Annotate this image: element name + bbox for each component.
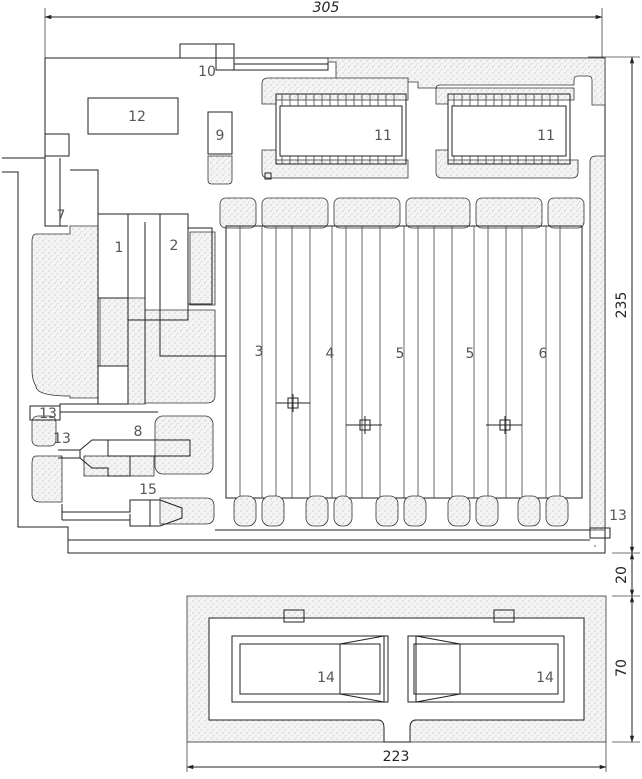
bottom-road bbox=[68, 529, 590, 541]
dimension-70-label: 70 bbox=[614, 659, 630, 677]
dimension-top-label: 305 bbox=[313, 0, 340, 16]
label-1: 1 bbox=[115, 240, 124, 256]
pond-bottom-pads bbox=[233, 495, 569, 527]
dimension-20-label: 20 bbox=[614, 566, 630, 584]
aerator-5 bbox=[346, 416, 382, 434]
label-7: 7 bbox=[57, 208, 66, 224]
building-10: 10 bbox=[179, 43, 329, 80]
aerator-4 bbox=[276, 394, 310, 412]
dimension-bottom-label: 223 bbox=[383, 749, 410, 765]
dimension-bottom: 223 bbox=[186, 742, 607, 772]
dimension-right: 235 20 70 bbox=[588, 56, 640, 743]
label-8: 8 bbox=[134, 424, 143, 440]
label-14-left: 14 bbox=[317, 670, 335, 686]
building-12: 12 bbox=[87, 97, 179, 135]
label-5-a: 5 bbox=[396, 346, 405, 362]
left-stippled-areas bbox=[31, 225, 216, 525]
right-road: 13 bbox=[589, 155, 627, 539]
dimension-235-label: 235 bbox=[614, 292, 630, 319]
label-13-lower: 13 bbox=[53, 431, 71, 447]
pond-top-pads bbox=[219, 197, 585, 229]
ponds-block: 3 4 5 5 6 bbox=[225, 225, 583, 499]
label-2: 2 bbox=[170, 238, 179, 254]
building-9: 9 bbox=[207, 111, 233, 185]
label-11-right: 11 bbox=[537, 128, 555, 144]
lower-site: 14 14 bbox=[186, 595, 607, 743]
building-11-left: 11 bbox=[261, 77, 409, 180]
label-11-left: 11 bbox=[374, 128, 392, 144]
dimension-top: 305 bbox=[44, 0, 603, 58]
label-14-right: 14 bbox=[536, 670, 554, 686]
label-9: 9 bbox=[216, 128, 225, 144]
label-15: 15 bbox=[139, 482, 157, 498]
aerator-6 bbox=[486, 416, 522, 434]
label-13-right: 13 bbox=[609, 508, 627, 524]
label-5-b: 5 bbox=[466, 346, 475, 362]
label-10: 10 bbox=[198, 64, 216, 80]
building-11-left-ticks bbox=[281, 94, 395, 164]
label-12: 12 bbox=[128, 109, 146, 125]
building-11-right: 11 bbox=[435, 87, 579, 179]
ponds-lines bbox=[239, 226, 561, 498]
label-6: 6 bbox=[539, 346, 548, 362]
label-4: 4 bbox=[326, 346, 335, 362]
building-11-right-ticks bbox=[453, 94, 559, 164]
label-3: 3 bbox=[255, 344, 264, 360]
left-structures: 7 1 2 13 13 8 15 bbox=[29, 130, 226, 527]
label-13-upper: 13 bbox=[39, 406, 57, 422]
